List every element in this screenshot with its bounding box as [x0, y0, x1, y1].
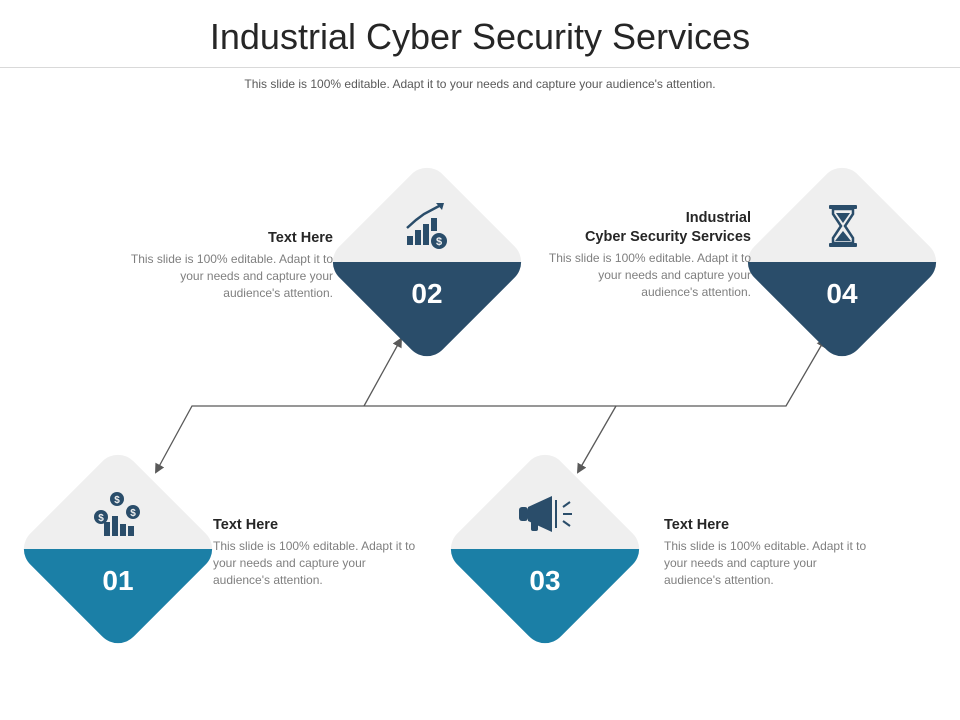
title-divider [0, 67, 960, 68]
step-01-body: This slide is 100% editable. Adapt it to… [213, 539, 416, 587]
connector-to-03 [577, 405, 617, 474]
svg-text:$: $ [114, 495, 120, 506]
megaphone-icon [519, 496, 572, 532]
step-03-diamond: 03 [441, 445, 649, 653]
step-02-text: Text Here This slide is 100% editable. A… [128, 229, 333, 302]
step-04-diamond: 04 [738, 158, 946, 366]
growth-chart-dollar-icon: $ [406, 203, 447, 249]
connector-to-01 [155, 405, 364, 474]
step-03-heading: Text Here [664, 517, 730, 533]
connector-to-04 [364, 337, 827, 407]
step-03-number: 03 [529, 565, 560, 596]
step-03-body: This slide is 100% editable. Adapt it to… [664, 539, 867, 587]
step-01-heading: Text Here [213, 517, 279, 533]
step-02-heading: Text Here [267, 230, 333, 246]
step-04-body: This slide is 100% editable. Adapt it to… [548, 251, 751, 299]
connector-to-02 [363, 337, 402, 407]
step-04-text: Industrial Cyber Security Services This … [546, 209, 751, 301]
svg-text:$: $ [130, 508, 136, 519]
step-04-heading-line2: Cyber Security Services [584, 229, 751, 245]
step-02-diamond: 02 $ [323, 158, 531, 366]
step-01-text: Text Here This slide is 100% editable. A… [213, 516, 418, 589]
step-01-number: 01 [102, 565, 133, 596]
step-04-number: 04 [826, 278, 858, 309]
slide-subtitle: This slide is 100% editable. Adapt it to… [244, 77, 716, 91]
step-04-heading-line1: Industrial [685, 210, 751, 226]
step-02-body: This slide is 100% editable. Adapt it to… [130, 252, 333, 300]
step-03-text: Text Here This slide is 100% editable. A… [664, 516, 869, 589]
coins-chart-icon: $ $ $ [94, 492, 140, 536]
hourglass-icon [829, 205, 857, 247]
svg-text:$: $ [436, 236, 442, 248]
svg-text:$: $ [98, 513, 104, 524]
slide-title: Industrial Cyber Security Services [209, 16, 751, 57]
step-02-number: 02 [411, 278, 442, 309]
connector-lines [155, 337, 827, 474]
